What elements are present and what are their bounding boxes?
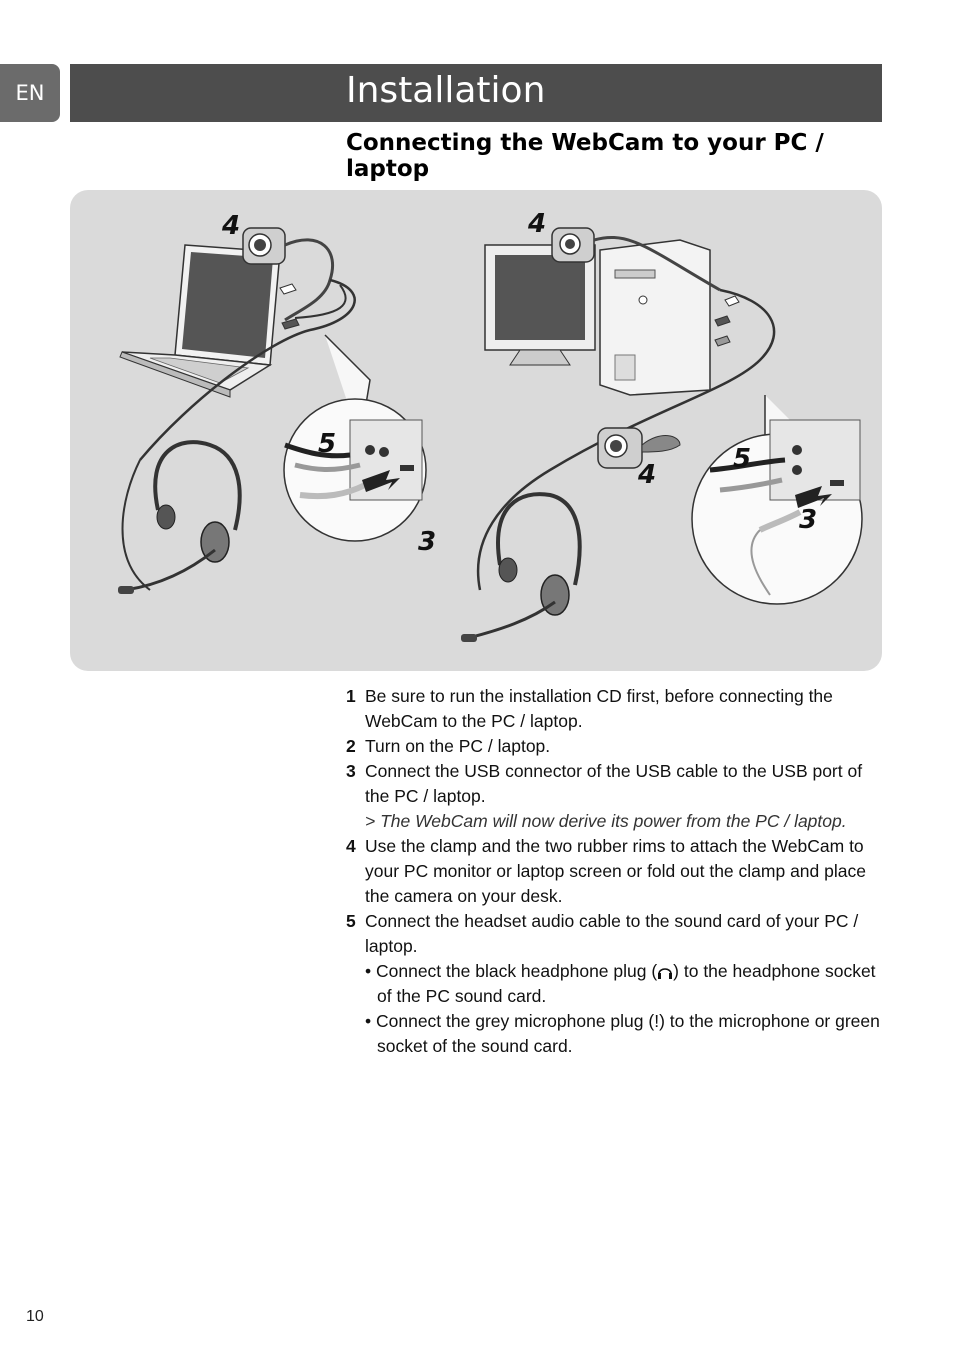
laptop-headset-drawing [118, 440, 242, 594]
headphone-icon [658, 968, 673, 979]
pc-webcam-drawing [551, 227, 721, 292]
connection-diagram: 4 4 5 3 4 5 3 [118, 209, 863, 642]
callout-laptop-webcam: 4 [221, 211, 240, 241]
laptop-drawing [119, 244, 281, 398]
step-number: 1 [346, 686, 356, 706]
step-3: 3 Connect the USB connector of the USB c… [346, 759, 886, 834]
callout-pc-webcam: 4 [527, 209, 546, 239]
pc-monitor-drawing [484, 244, 596, 366]
step-number: 2 [346, 736, 356, 756]
pc-port-zoom [691, 395, 863, 605]
callout-laptop-audio: 5 [318, 429, 336, 459]
bullet-text-before: • Connect the black headphone plug ( [365, 961, 658, 981]
step-1: 1 Be sure to run the installation CD fir… [346, 684, 886, 734]
desk-webcam-drawing [597, 427, 681, 469]
laptop-port-zoom [283, 334, 427, 542]
headphone-bullet: • Connect the black headphone plug () to… [365, 959, 886, 1009]
pc-tower-drawing [599, 239, 711, 396]
callout-pc-audio: 5 [733, 444, 751, 474]
bullet-text-after: ) to the headphone socket of the PC soun… [377, 961, 876, 1006]
page-number: 10 [26, 1308, 44, 1325]
microphone-bullet: • Connect the grey microphone plug (!) t… [365, 1011, 880, 1056]
step-text: Use the clamp and the two rubber rims to… [365, 836, 866, 906]
installation-illustration: 4 4 5 3 4 5 3 [70, 190, 882, 671]
step-5: 5 Connect the headset audio cable to the… [346, 909, 886, 1059]
step-4: 4 Use the clamp and the two rubber rims … [346, 834, 886, 909]
step-text: Turn on the PC / laptop. [365, 736, 551, 756]
step-number: 4 [346, 836, 356, 856]
step-note: > The WebCam will now derive its power f… [365, 811, 847, 831]
step-number: 5 [346, 911, 356, 931]
installation-steps: 1 Be sure to run the installation CD fir… [346, 684, 886, 1059]
page-title: Installation [346, 70, 546, 111]
section-heading: Connecting the WebCam to your PC / lapto… [346, 130, 824, 182]
step-text: Connect the headset audio cable to the s… [365, 911, 859, 956]
step-2: 2 Turn on the PC / laptop. [346, 734, 886, 759]
pc-headset-drawing [461, 492, 582, 642]
step-text: Be sure to run the installation CD first… [365, 686, 833, 731]
title-bar [70, 64, 882, 122]
callout-desk-webcam: 4 [637, 460, 656, 490]
step-number: 3 [346, 761, 356, 781]
callout-laptop-usb: 3 [418, 527, 436, 557]
step-text: Connect the USB connector of the USB cab… [365, 761, 863, 806]
callout-pc-usb: 3 [799, 505, 817, 535]
language-tab: EN [0, 64, 60, 122]
